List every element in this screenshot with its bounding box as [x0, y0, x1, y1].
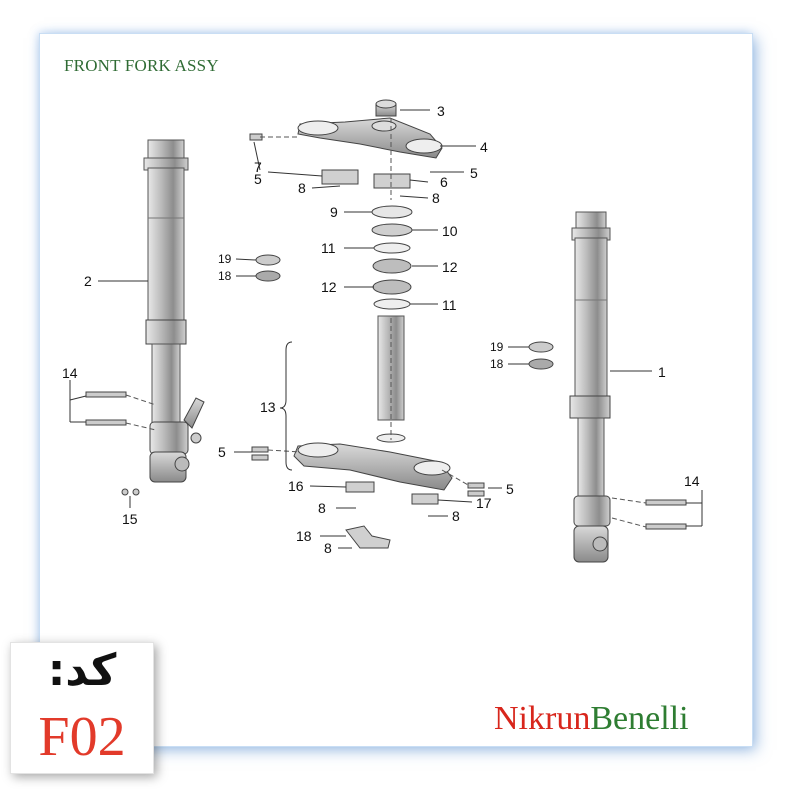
callout-18-lower: 18 [296, 528, 312, 544]
callout-3: 3 [437, 103, 445, 119]
right-fork-leg [569, 211, 611, 563]
callout-19-left: 19 [218, 252, 232, 266]
callout-13: 13 [260, 399, 276, 415]
callout-18-right: 18 [490, 357, 504, 371]
callout-12-right: 12 [442, 259, 458, 275]
code-value: F02 [38, 706, 126, 768]
callout-15: 15 [122, 511, 138, 527]
callout-16: 16 [288, 478, 304, 494]
bearing-set-right [528, 341, 554, 370]
callout-5-lower-right: 5 [506, 481, 514, 497]
callout-1: 1 [658, 364, 666, 380]
left-fork-leg [143, 139, 205, 483]
callout-5-lower-left: 5 [218, 444, 226, 460]
callout-5-top-right: 5 [470, 165, 478, 181]
callout-9: 9 [330, 204, 338, 220]
bolts [85, 133, 687, 530]
leader-lines [69, 109, 703, 549]
callout-8-bottom: 8 [324, 540, 332, 556]
callout-5-top-left: 5 [254, 171, 262, 187]
code-label: کد: [47, 645, 117, 696]
brand-name-part2: Benelli [590, 700, 689, 737]
callout-6: 6 [440, 174, 448, 190]
callout-7: 7 [254, 159, 262, 175]
part-code-box: کد: F02 [10, 642, 154, 774]
callout-14-right: 14 [684, 473, 700, 489]
callout-12-left: 12 [321, 279, 337, 295]
steering-assembly [293, 99, 453, 549]
callout-8-lower-right: 8 [452, 508, 460, 524]
center-lines [125, 118, 647, 528]
callout-17: 17 [476, 495, 492, 511]
brand-name-part1: Nikrun [494, 700, 591, 737]
callout-4: 4 [480, 139, 488, 155]
callout-18-left: 18 [218, 269, 232, 283]
callout-19-right: 19 [490, 340, 504, 354]
bearing-set-left [255, 254, 281, 282]
diagram-title: FRONT FORK ASSY [64, 56, 219, 75]
callout-2: 2 [84, 273, 92, 289]
brand-logo: NikrunBenelli [494, 700, 689, 738]
callout-11-bottom: 11 [442, 297, 457, 313]
callout-8-lower-left: 8 [318, 500, 326, 516]
callout-11-top: 11 [321, 240, 336, 256]
callout-8-top-left: 8 [298, 180, 306, 196]
callout-8-top-right: 8 [432, 190, 440, 206]
callout-14-left: 14 [62, 365, 78, 381]
callout-10: 10 [442, 223, 458, 239]
